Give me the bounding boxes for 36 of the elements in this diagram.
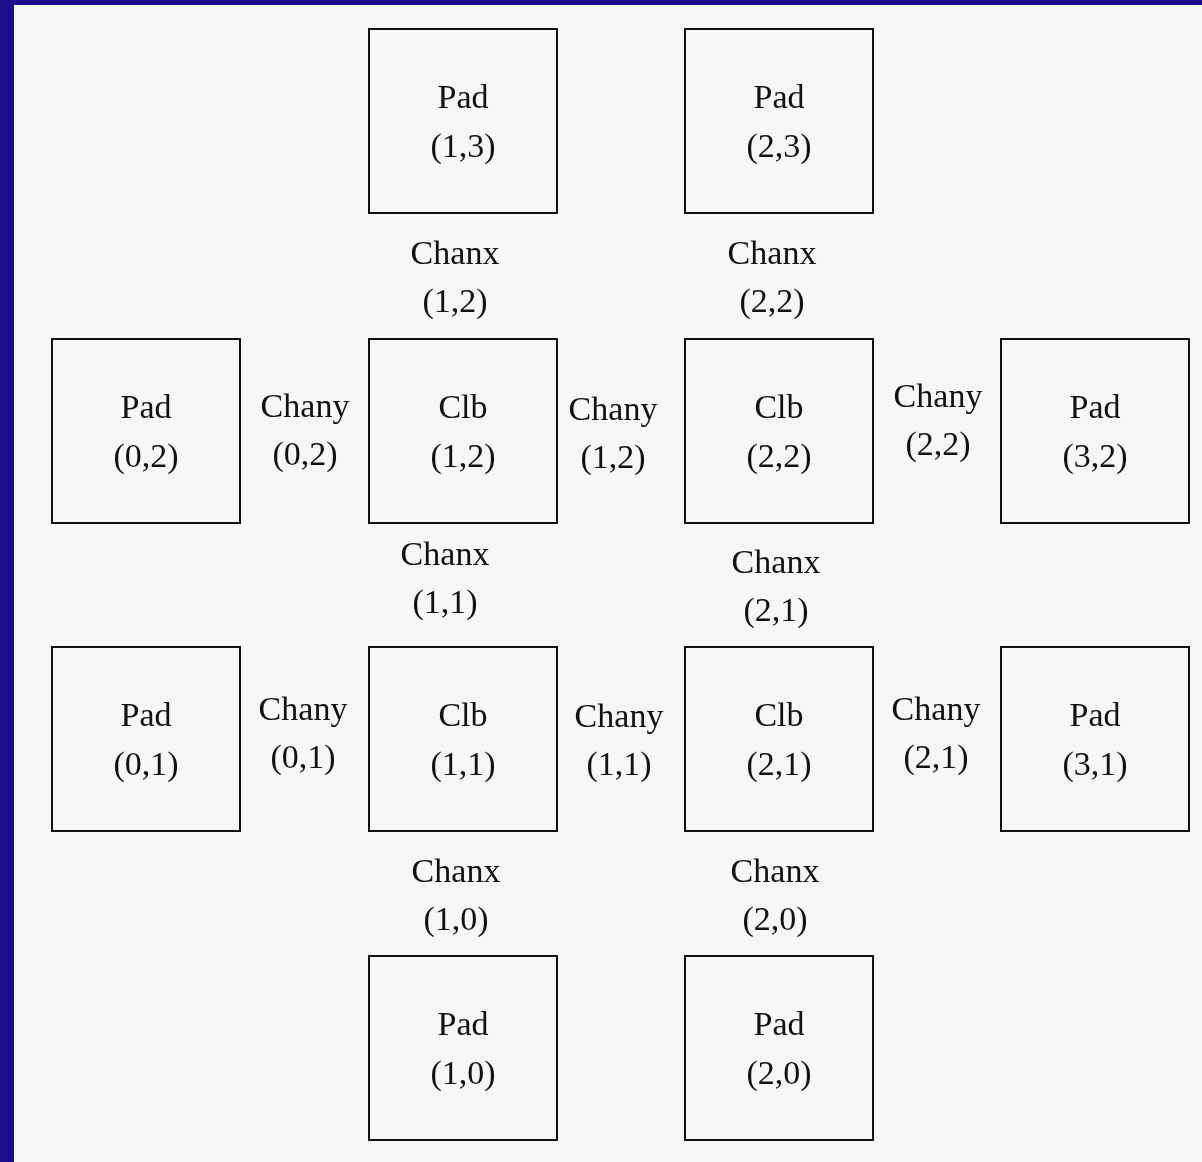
box-label: Clb (1,1) bbox=[430, 694, 496, 784]
box-label: Pad (2,0) bbox=[746, 1003, 812, 1093]
square-box bbox=[368, 28, 558, 214]
square-box bbox=[684, 28, 874, 214]
box-label: Pad (3,2) bbox=[1062, 386, 1128, 476]
square-box bbox=[684, 646, 874, 832]
channel-label: Chany (0,2) bbox=[260, 386, 350, 474]
channel-label: Chany (1,2) bbox=[568, 389, 658, 477]
channel-label: Chany (2,2) bbox=[893, 376, 983, 464]
square-box bbox=[368, 338, 558, 524]
channel-label: Chanx (2,1) bbox=[731, 542, 821, 630]
channel-label: Chanx (2,2) bbox=[727, 233, 817, 321]
channel-label: Chany (0,1) bbox=[258, 689, 348, 777]
channel-label: Chany (1,1) bbox=[574, 696, 664, 784]
box-label: Pad (1,0) bbox=[430, 1003, 496, 1093]
square-box bbox=[51, 338, 241, 524]
square-box bbox=[368, 646, 558, 832]
box-label: Pad (3,1) bbox=[1062, 694, 1128, 784]
square-box bbox=[1000, 646, 1190, 832]
square-box bbox=[1000, 338, 1190, 524]
channel-label: Chany (2,1) bbox=[891, 689, 981, 777]
channel-label: Chanx (1,2) bbox=[410, 233, 500, 321]
box-label: Clb (2,1) bbox=[746, 694, 812, 784]
square-box bbox=[684, 338, 874, 524]
channel-label: Chanx (2,0) bbox=[730, 851, 820, 939]
square-box bbox=[368, 955, 558, 1141]
square-box bbox=[51, 646, 241, 832]
box-label: Pad (2,3) bbox=[746, 76, 812, 166]
square-box bbox=[684, 955, 874, 1141]
box-label: Pad (0,2) bbox=[113, 386, 179, 476]
box-label: Pad (0,1) bbox=[113, 694, 179, 784]
box-label: Clb (1,2) bbox=[430, 386, 496, 476]
box-label: Clb (2,2) bbox=[746, 386, 812, 476]
box-label: Pad (1,3) bbox=[430, 76, 496, 166]
channel-label: Chanx (1,0) bbox=[411, 851, 501, 939]
channel-label: Chanx (1,1) bbox=[400, 534, 490, 622]
